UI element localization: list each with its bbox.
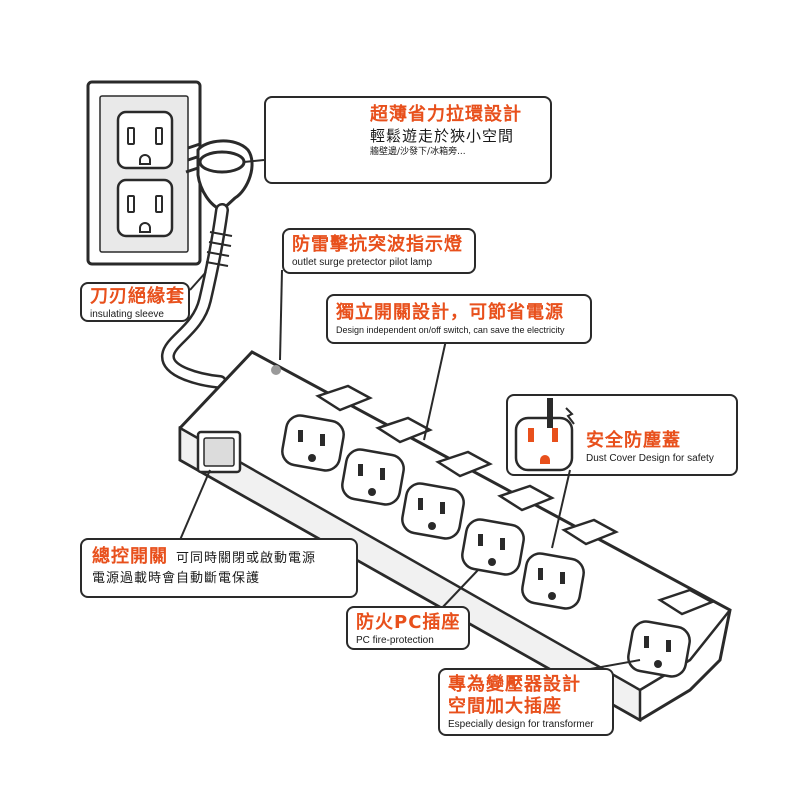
pull-ring-line2: 輕鬆遊走於狹小空間: [370, 127, 515, 145]
wall-socket-bottom: [116, 178, 174, 238]
independent-switch-title: 獨立開關設計，可節省電源: [336, 302, 564, 323]
power-cord: [161, 203, 233, 389]
strip-sockets: [281, 414, 691, 678]
callout-independent-switch: 獨立開關設計，可節省電源 Design independent on/off s…: [326, 294, 592, 344]
socket-slots: [298, 430, 671, 668]
wall-socket-top: [116, 110, 174, 170]
master-switch: [196, 430, 242, 474]
wall-outlet-plate: [86, 80, 202, 266]
insulating-title: 刀刃絕緣套: [90, 286, 185, 307]
transformer-title: 專為變壓器設計: [448, 674, 581, 695]
dust-cover-sub: Dust Cover Design for safety: [586, 453, 714, 464]
pull-ring-title: 超薄省力拉環設計: [370, 104, 522, 125]
independent-switch-sub: Design independent on/off switch, can sa…: [336, 325, 565, 335]
pc-socket-title: 防火PC插座: [356, 612, 461, 633]
master-switch-line1-rest: 可同時關閉或啟動電源: [176, 551, 317, 566]
master-switch-title: 總控開關: [92, 546, 168, 567]
pilot-lamp-sub: outlet surge pretector pilot lamp: [292, 257, 433, 268]
callout-master-switch: 總控開關 可同時關閉或啟動電源 電源過載時會自動斷電保護: [80, 538, 358, 598]
callout-dust-cover: 安全防塵蓋 Dust Cover Design for safety: [506, 394, 738, 476]
callout-insulating-sleeve: 刀刃絕緣套 insulating sleeve: [80, 282, 190, 322]
callout-pilot-lamp: 防雷擊抗突波指示燈 outlet surge pretector pilot l…: [282, 228, 476, 274]
transformer-title2: 空間加大插座: [448, 696, 562, 717]
insulating-sub: insulating sleeve: [90, 309, 164, 320]
pilot-lamp-title: 防雷擊抗突波指示燈: [292, 234, 463, 255]
pilot-lamp: [271, 365, 281, 375]
pc-socket-sub: PC fire-protection: [356, 635, 434, 646]
callout-transformer: 專為變壓器設計 空間加大插座 Especially design for tra…: [438, 668, 614, 736]
transformer-sub: Especially design for transformer: [448, 719, 594, 730]
dust-cover-title: 安全防塵蓋: [586, 430, 681, 451]
master-switch-line1: 總控開關 可同時關閉或啟動電源: [92, 546, 346, 569]
pull-ring-line3: 牆壁邊/沙發下/冰箱旁...: [370, 147, 466, 157]
callout-pull-ring: 超薄省力拉環設計 輕鬆遊走於狹小空間 牆壁邊/沙發下/冰箱旁...: [264, 96, 552, 184]
callout-pc-socket: 防火PC插座 PC fire-protection: [346, 606, 470, 650]
individual-switches: [315, 384, 715, 616]
flat-plug: [185, 139, 254, 212]
master-switch-line2: 電源過載時會自動斷電保護: [92, 571, 261, 586]
dust-cover-inset: [514, 398, 575, 472]
leader-lines: [179, 159, 641, 679]
